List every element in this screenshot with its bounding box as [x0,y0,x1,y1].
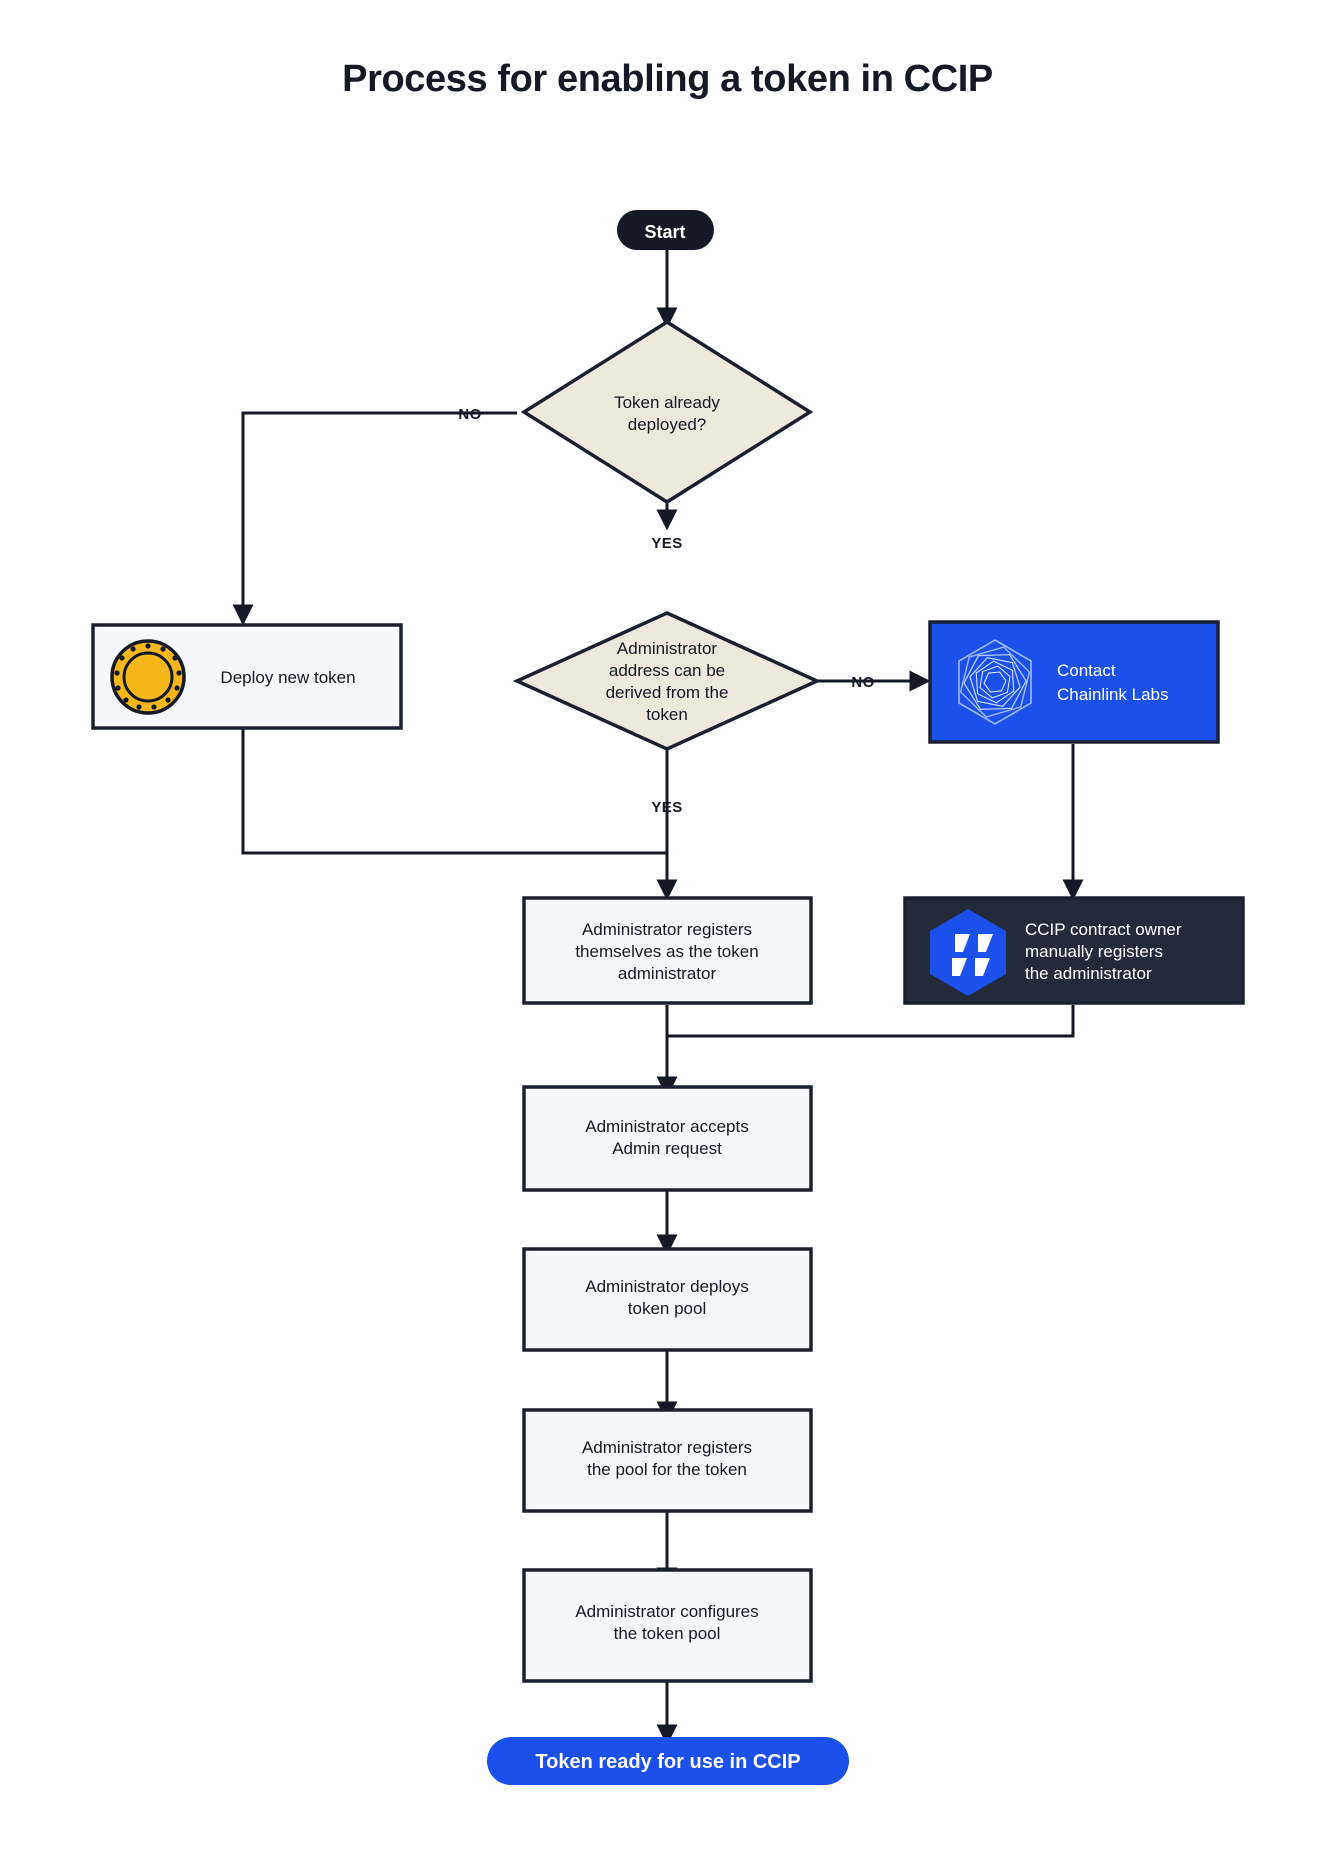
node-admin-configures-pool[interactable]: Administrator configures the token pool [522,1568,813,1683]
admin-registers-pool-box [522,1408,813,1513]
edge-label-derived-no: NO [851,674,874,691]
decision-token-deployed-line-1: Token already [614,393,720,412]
edge-label-derived-yes: YES [651,799,682,816]
contact-chainlink-box [928,620,1220,744]
ccip-owner-registers-line-1: CCIP contract owner [1025,920,1182,939]
contact-chainlink-line-1: Contact [1057,661,1116,680]
admin-configures-pool-line-2: the token pool [614,1624,721,1643]
decision-diamond-shape [520,319,814,505]
edge-label-deployed-no: NO [458,406,481,423]
admin-registers-self-line-1: Administrator registers [582,920,752,939]
deploy-new-token-label: Deploy new token [220,668,355,687]
admin-registers-self-box [522,896,813,1005]
decision-admin-derived-line-2: address can be [609,661,725,680]
admin-deploys-pool-box [522,1247,813,1352]
decision-admin-derived-line-3: derived from the [606,683,729,702]
admin-registers-self-line-2: themselves as the token [575,942,758,961]
decision-admin-derived-line-1: Administrator [617,639,717,658]
node-admin-deploys-pool[interactable]: Administrator deploys token pool [522,1247,813,1352]
node-admin-accepts[interactable]: Administrator accepts Admin request [522,1085,813,1192]
admin-registers-pool-line-1: Administrator registers [582,1438,752,1457]
end-pill-shape [487,1737,849,1785]
node-start[interactable]: Start [617,210,714,250]
admin-accepts-line-1: Administrator accepts [585,1117,748,1136]
decision-token-deployed-line-2: deployed? [628,415,706,434]
admin-accepts-line-2: Admin request [612,1139,722,1158]
admin-registers-self-line-3: administrator [618,964,717,983]
chainlink-logo-icon [958,639,1032,725]
node-contact-chainlink-labs[interactable]: Contact Chainlink Labs [928,620,1220,744]
admin-configures-pool-box [522,1568,813,1683]
admin-registers-pool-line-2: the pool for the token [587,1460,747,1479]
edge-label-deployed-yes: YES [651,535,682,552]
decision-admin-derived-shape [512,611,822,751]
admin-deploys-pool-line-1: Administrator deploys [585,1277,748,1296]
coin-icon [110,639,186,715]
admin-configures-pool-line-1: Administrator configures [575,1602,758,1621]
edge-ccip-owner-to-center-merge [667,1005,1075,1038]
edge-deploy-token-to-center-merge [241,728,667,855]
page-title: Process for enabling a token in CCIP [342,58,993,100]
node-admin-registers-self[interactable]: Administrator registers themselves as th… [522,896,813,1005]
node-admin-registers-pool[interactable]: Administrator registers the pool for the… [522,1408,813,1513]
node-ccip-owner-registers[interactable]: CCIP contract owner manually registers t… [903,896,1245,1005]
ccip-logo-icon [930,909,1006,996]
end-label: Token ready for use in CCIP [535,1751,800,1773]
start-pill-shape [617,210,714,250]
edge-deployed-no-to-deploy-token [232,411,517,626]
ccip-owner-registers-line-3: the administrator [1025,964,1152,983]
ccip-owner-registers-line-2: manually registers [1025,942,1163,961]
node-deploy-new-token[interactable]: Deploy new token [91,623,403,730]
node-end-token-ready[interactable]: Token ready for use in CCIP [487,1737,849,1785]
decision-admin-derived-line-4: token [646,705,688,724]
admin-deploys-pool-line-2: token pool [628,1299,706,1318]
contact-chainlink-line-2: Chainlink Labs [1057,685,1169,704]
admin-accepts-box [522,1085,813,1192]
start-label: Start [644,222,685,242]
node-decision-token-deployed[interactable]: Token already deployed? [520,319,814,505]
node-decision-admin-derived[interactable]: Administrator address can be derived fro… [512,611,822,751]
